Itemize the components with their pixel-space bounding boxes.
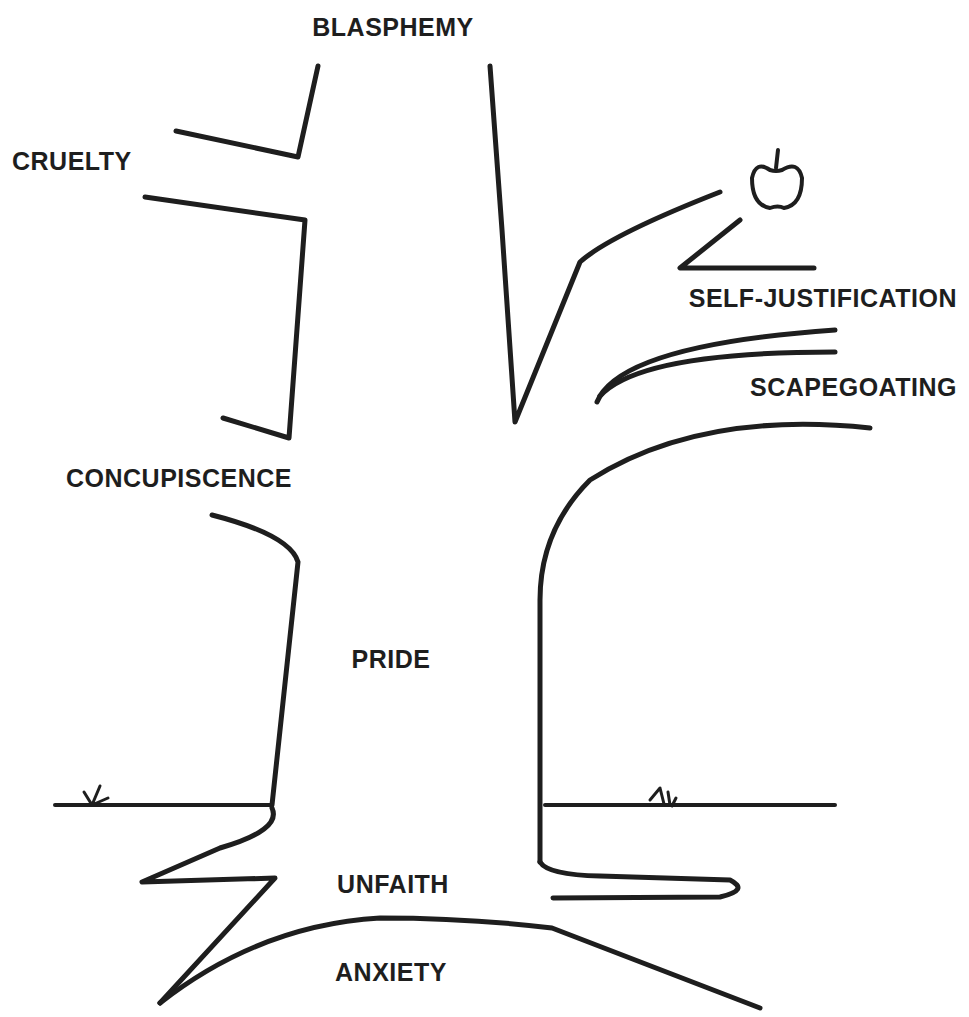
tree-label: SELF-JUSTIFICATION [689, 285, 957, 313]
tree-label: ANXIETY [335, 959, 447, 987]
tree-label: BLASPHEMY [312, 14, 473, 42]
tree-label: SCAPEGOATING [750, 374, 957, 402]
tree-label: CONCUPISCENCE [66, 465, 292, 493]
tree-label: UNFAITH [337, 871, 449, 899]
tree-label: PRIDE [352, 646, 431, 674]
tree-label: CRUELTY [12, 148, 132, 176]
